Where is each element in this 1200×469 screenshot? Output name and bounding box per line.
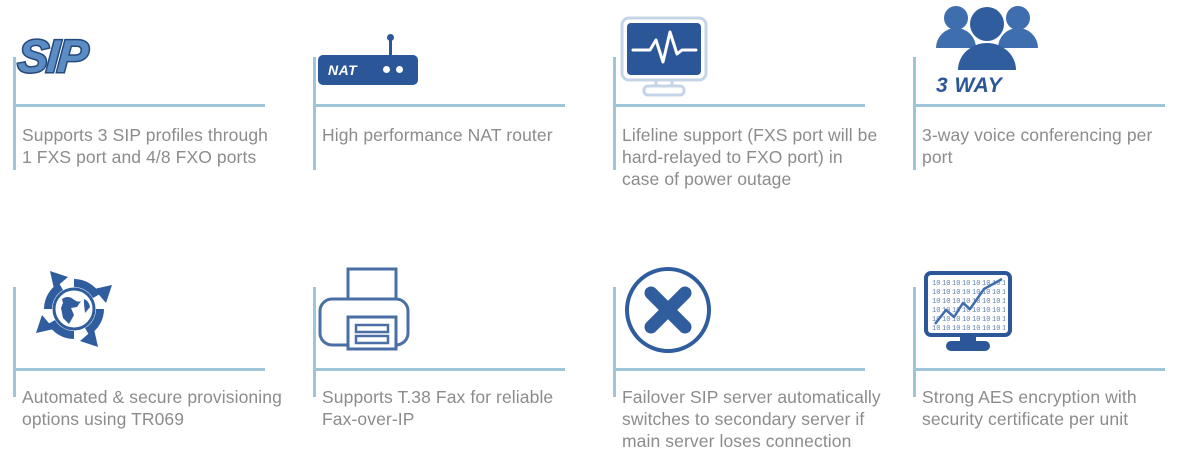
feature-caption: Lifeline support (FXS port will be hard-… [622, 125, 878, 189]
led-dot [396, 66, 404, 73]
antenna-icon [387, 33, 394, 56]
feature-cell-failover: Failover SIP server automatically switch… [600, 234, 900, 469]
divider-vertical [613, 57, 616, 170]
divider-horizontal [913, 368, 1165, 371]
feature-cell-lifeline: Lifeline support (FXS port will be hard-… [600, 0, 900, 234]
divider-horizontal [313, 104, 565, 107]
divider-vertical [613, 287, 616, 397]
feature-caption: Supports T.38 Fax for reliable Fax-over-… [322, 387, 554, 429]
divider-horizontal [613, 368, 865, 371]
sip-logo-icon: SIP [15, 0, 148, 105]
divider-horizontal [13, 104, 265, 107]
feature-caption: Failover SIP server automatically switch… [622, 387, 881, 451]
globe-refresh-icon [18, 256, 148, 361]
circle-x-icon [618, 256, 748, 361]
feature-caption: Supports 3 SIP profiles through 1 FXS po… [22, 125, 268, 167]
feature-caption: High performance NAT router [322, 125, 553, 145]
feature-cell-three-way: 3 WAY 3-way voice conferencing per port [900, 0, 1200, 234]
feature-cell-provisioning: Automated & secure provisioning options … [0, 234, 300, 469]
feature-caption: Automated & secure provisioning options … [22, 387, 282, 429]
nat-label: NAT [328, 61, 358, 78]
divider-vertical [913, 287, 916, 397]
printer-fax-icon [318, 256, 448, 361]
divider-horizontal [313, 368, 565, 371]
monitor-binary-chart-icon: 10 [918, 256, 1048, 361]
divider-horizontal [13, 368, 265, 371]
nat-router-icon: NAT [318, 0, 448, 105]
divider-vertical [13, 57, 16, 170]
feature-cell-encryption: 10 Strong AES encryption with security c… [900, 234, 1200, 469]
three-way-label: 3 WAY [936, 73, 1003, 97]
feature-caption: 3-way voice conferencing per port [922, 125, 1153, 167]
led-dot [383, 66, 391, 73]
sip-logo-text: SIP [15, 28, 90, 83]
feature-cell-nat: NAT High performance NAT router [300, 0, 600, 234]
monitor-pulse-icon [618, 0, 748, 105]
divider-horizontal [913, 104, 1165, 107]
divider-vertical [313, 57, 316, 170]
three-users-icon: 3 WAY [918, 0, 1048, 105]
divider-vertical [313, 287, 316, 397]
divider-vertical [913, 57, 916, 170]
feature-caption: Strong AES encryption with security cert… [922, 387, 1137, 429]
feature-cell-sip: SIP Supports 3 SIP profiles through 1 FX… [0, 0, 300, 234]
divider-horizontal [613, 104, 865, 107]
feature-cell-fax: Supports T.38 Fax for reliable Fax-over-… [300, 234, 600, 469]
divider-vertical [13, 287, 16, 397]
